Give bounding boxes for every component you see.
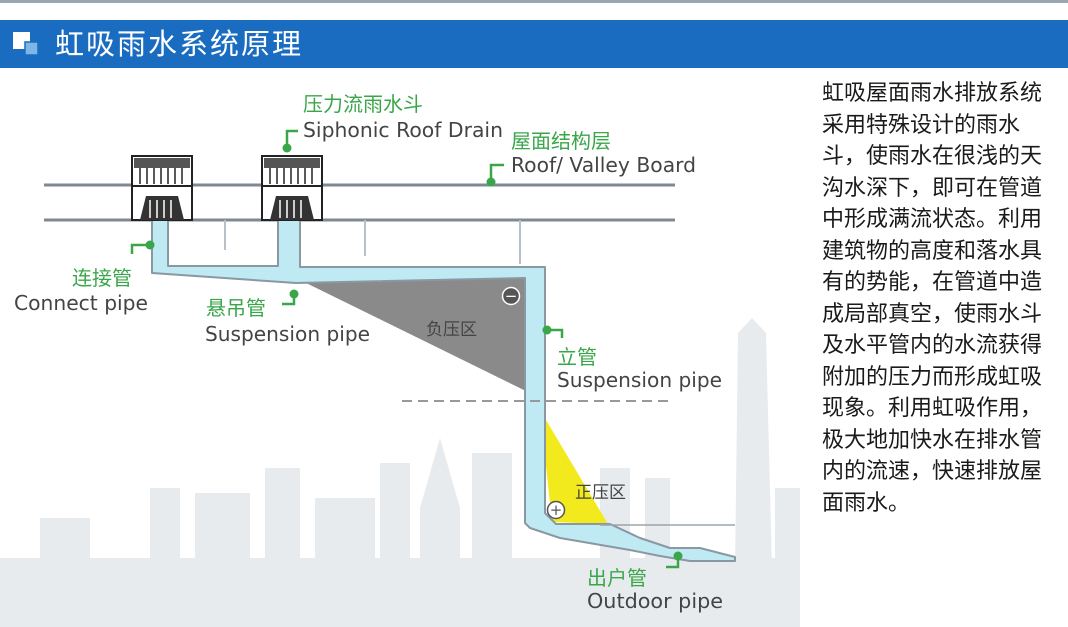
suspension-label-en: Suspension pipe xyxy=(205,322,370,346)
positive-pressure-zone xyxy=(540,410,608,524)
board-label-cn: 屋面结构层 xyxy=(511,129,611,153)
svg-text:+: + xyxy=(550,501,563,519)
negative-zone-label: 负压区 xyxy=(426,320,477,340)
hanger-rods xyxy=(224,220,521,264)
positive-marker: + xyxy=(546,500,566,520)
roof-drain-1 xyxy=(131,155,193,221)
connect-label-en: Connect pipe xyxy=(14,291,148,315)
negative-marker: − xyxy=(501,286,521,306)
drain-label-en: Siphonic Roof Drain xyxy=(303,118,503,142)
outdoor-label-cn: 出户管 xyxy=(587,566,647,590)
negative-pressure-zone xyxy=(300,275,532,394)
drain-label-cn: 压力流雨水斗 xyxy=(303,92,423,116)
outdoor-label-en: Outdoor pipe xyxy=(587,589,723,613)
connect-label-cn: 连接管 xyxy=(72,266,132,290)
riser-label-en: Suspension pipe xyxy=(557,368,722,392)
top-frame-line xyxy=(0,0,1068,3)
board-label-en: Roof/ Valley Board xyxy=(511,153,696,177)
roof-drain-2 xyxy=(261,155,323,221)
title-bar: 虹吸雨水系统原理 xyxy=(0,20,1068,68)
siphonic-system-diagram: − + 压力流雨水斗 Siphonic Roof Drain 屋面结构层 Roo… xyxy=(0,92,800,627)
svg-text:−: − xyxy=(505,287,518,305)
positive-zone-label: 正压区 xyxy=(575,483,626,503)
square-bullet-icon xyxy=(13,32,39,56)
city-skyline xyxy=(0,318,800,627)
page-title: 虹吸雨水系统原理 xyxy=(55,27,304,61)
description-text: 虹吸屋面雨水排放系统采用特殊设计的雨水斗，使雨水在很浅的天沟水深下，即可在管道中… xyxy=(822,81,1043,516)
leader-dots xyxy=(145,143,683,561)
suspension-label-cn: 悬吊管 xyxy=(206,296,266,320)
riser-label-cn: 立管 xyxy=(557,345,597,369)
